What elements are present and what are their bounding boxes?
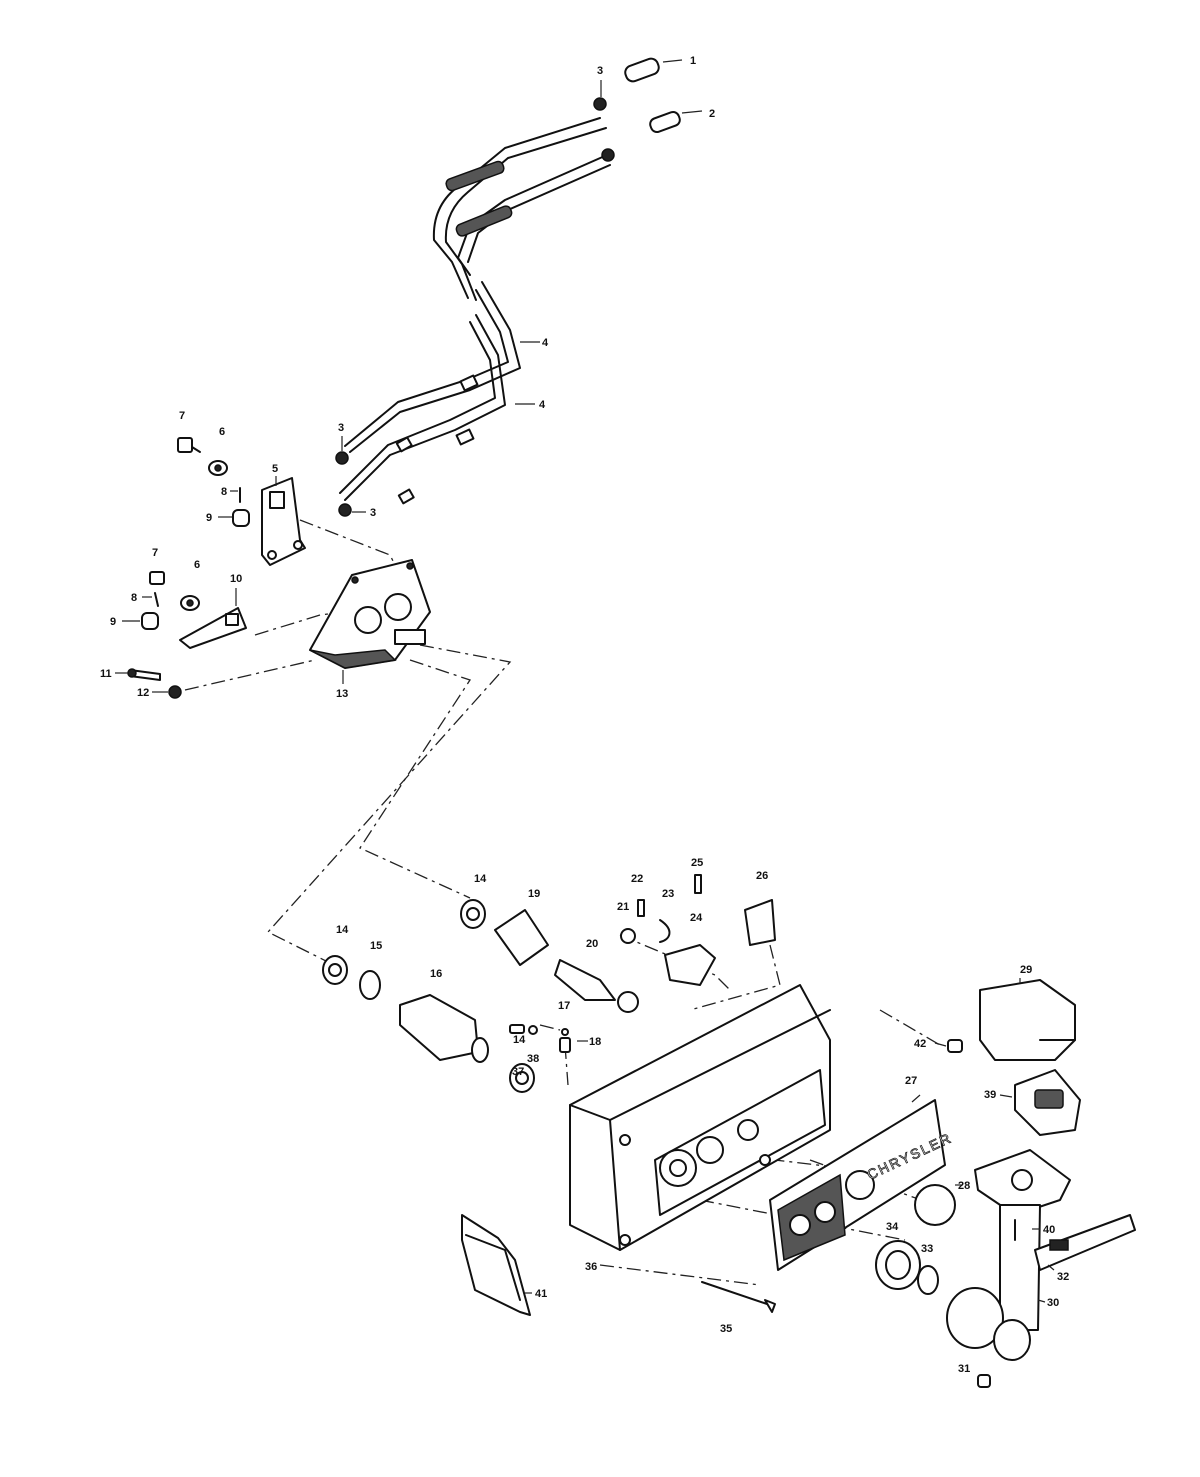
callout-14: 14 bbox=[336, 924, 349, 936]
cable-end-1 bbox=[624, 57, 660, 83]
callout-20: 20 bbox=[586, 938, 598, 950]
callout-31: 31 bbox=[958, 1363, 970, 1375]
cable-housing-plate-13 bbox=[309, 559, 431, 669]
callout-36: 36 bbox=[585, 1261, 597, 1273]
callout-26: 26 bbox=[756, 870, 768, 882]
throttle-group bbox=[494, 874, 776, 1053]
callout-37: 37 bbox=[512, 1066, 524, 1078]
knob-rings bbox=[875, 1184, 956, 1295]
callout-6: 6 bbox=[219, 426, 225, 438]
fastener-group bbox=[461, 1024, 776, 1316]
callout-17: 17 bbox=[558, 1000, 570, 1012]
hardware-upper bbox=[177, 437, 250, 527]
callout-labels: 1 2 3 3 3 4 4 5 6 6 7 7 8 8 9 9 10 11 12… bbox=[100, 55, 1069, 1375]
callout-23: 23 bbox=[662, 888, 674, 900]
callout-39: 39 bbox=[984, 1089, 996, 1101]
callout-41: 41 bbox=[535, 1288, 547, 1300]
cable-bracket-5 bbox=[261, 477, 306, 566]
callout-40: 40 bbox=[1043, 1224, 1055, 1236]
callout-8: 8 bbox=[221, 486, 227, 498]
callout-1: 1 bbox=[690, 55, 696, 67]
leader-lines bbox=[115, 59, 1055, 1303]
callout-6: 6 bbox=[194, 559, 200, 571]
faceplate-27: CHRYSLER bbox=[769, 1099, 955, 1271]
callout-28: 28 bbox=[958, 1180, 970, 1192]
handle-group bbox=[946, 1149, 1136, 1388]
callout-15: 15 bbox=[370, 940, 382, 952]
hardware-lower bbox=[141, 571, 247, 649]
callout-4: 4 bbox=[539, 399, 546, 411]
callout-22: 22 bbox=[631, 873, 643, 885]
callout-33: 33 bbox=[921, 1243, 933, 1255]
callout-29: 29 bbox=[1020, 964, 1032, 976]
hardware-11-12 bbox=[127, 668, 182, 699]
callout-7: 7 bbox=[179, 410, 185, 422]
switch-group bbox=[947, 979, 1081, 1136]
callout-35: 35 bbox=[720, 1323, 732, 1335]
callout-27: 27 bbox=[905, 1075, 917, 1087]
callout-34: 34 bbox=[886, 1221, 899, 1233]
shift-shaft-group bbox=[322, 899, 535, 1093]
callout-5: 5 bbox=[272, 463, 278, 475]
callout-14: 14 bbox=[513, 1034, 526, 1046]
callout-42: 42 bbox=[914, 1038, 926, 1050]
callout-4: 4 bbox=[542, 337, 549, 349]
callout-12: 12 bbox=[137, 687, 149, 699]
callout-9: 9 bbox=[206, 512, 212, 524]
callout-7: 7 bbox=[152, 547, 158, 559]
callout-13: 13 bbox=[336, 688, 348, 700]
callout-11: 11 bbox=[100, 668, 112, 680]
callout-8: 8 bbox=[131, 592, 137, 604]
callout-3: 3 bbox=[338, 422, 344, 434]
callout-2: 2 bbox=[709, 108, 715, 120]
control-box-36 bbox=[569, 984, 831, 1251]
callout-3: 3 bbox=[370, 507, 376, 519]
callout-10: 10 bbox=[230, 573, 242, 585]
callout-16: 16 bbox=[430, 968, 442, 980]
cable-end-2 bbox=[649, 110, 681, 134]
callout-9: 9 bbox=[110, 616, 116, 628]
callout-14: 14 bbox=[474, 873, 487, 885]
control-cables bbox=[339, 117, 611, 505]
callout-24: 24 bbox=[690, 912, 703, 924]
callout-32: 32 bbox=[1057, 1271, 1069, 1283]
callout-25: 25 bbox=[691, 857, 703, 869]
callout-3: 3 bbox=[597, 65, 603, 77]
callout-38: 38 bbox=[527, 1053, 539, 1065]
callout-21: 21 bbox=[617, 901, 629, 913]
cable-nuts-3 bbox=[335, 97, 615, 517]
callout-30: 30 bbox=[1047, 1297, 1059, 1309]
callout-18: 18 bbox=[589, 1036, 601, 1048]
callout-19: 19 bbox=[528, 888, 540, 900]
